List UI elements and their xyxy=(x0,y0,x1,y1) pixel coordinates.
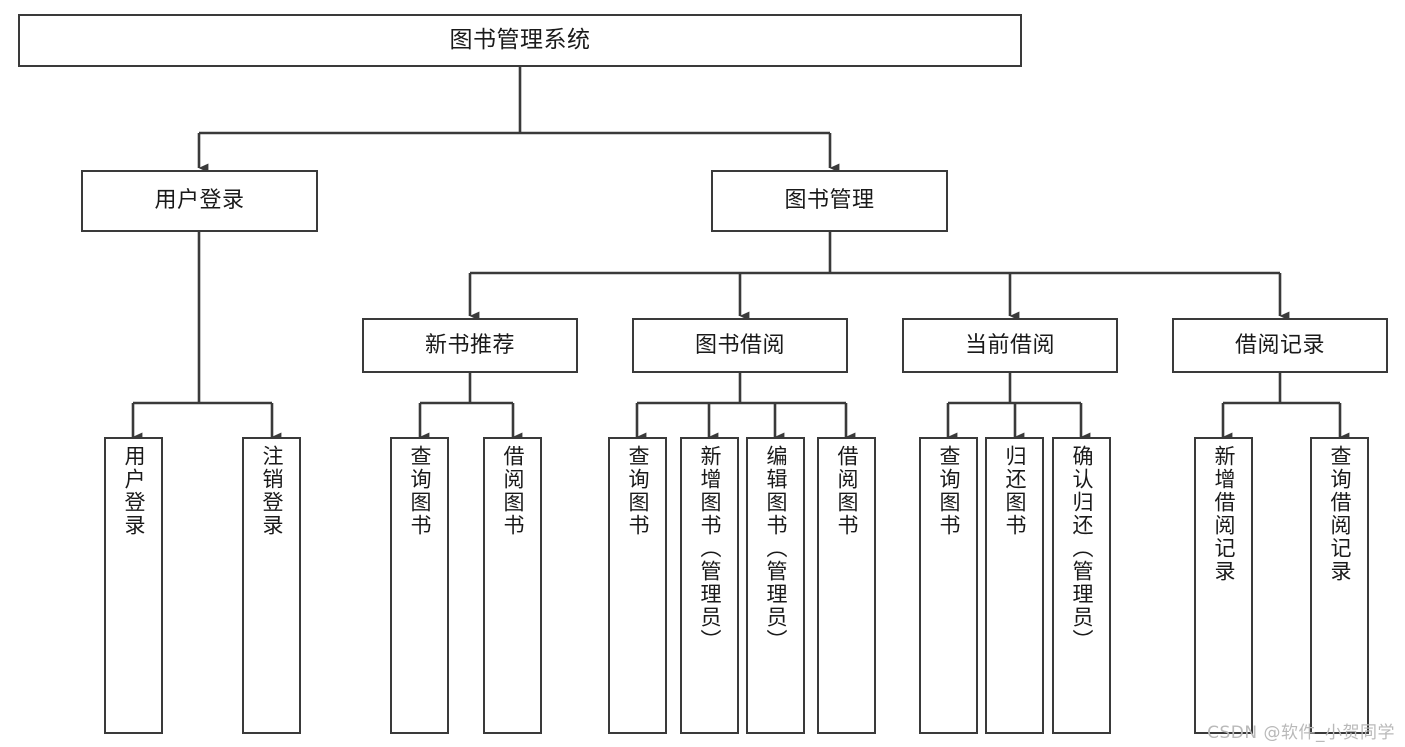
csdn-watermark: CSDN @软件_小贺同学 xyxy=(1207,723,1395,743)
node-user-login-label: 用户登录 xyxy=(154,188,245,214)
leaf-add-book-admin-label: 新增图书（管理员） xyxy=(698,445,722,652)
node-book-management[interactable]: 图书管理 xyxy=(711,170,948,232)
leaf-query-book-recommend-label: 查询图书 xyxy=(408,445,432,537)
leaf-borrow-book[interactable]: 借阅图书 xyxy=(817,437,876,734)
leaf-query-book-recommend[interactable]: 查询图书 xyxy=(390,437,449,734)
leaf-borrow-book-recommend[interactable]: 借阅图书 xyxy=(483,437,542,734)
node-borrow-record-label: 借阅记录 xyxy=(1234,332,1325,358)
leaf-query-book-borrow-label: 查询图书 xyxy=(626,445,650,537)
leaf-query-book-borrow[interactable]: 查询图书 xyxy=(608,437,667,734)
node-current-borrow[interactable]: 当前借阅 xyxy=(902,318,1118,373)
node-borrow-record[interactable]: 借阅记录 xyxy=(1172,318,1388,373)
leaf-add-book-admin[interactable]: 新增图书（管理员） xyxy=(680,437,739,734)
leaf-user-logout[interactable]: 注销登录 xyxy=(242,437,301,734)
node-new-book-recommend-label: 新书推荐 xyxy=(424,332,515,358)
node-current-borrow-label: 当前借阅 xyxy=(964,332,1055,358)
leaf-borrow-book-label: 借阅图书 xyxy=(835,445,859,537)
leaf-confirm-return-admin-label: 确认归还（管理员） xyxy=(1070,445,1094,652)
leaf-user-logout-label: 注销登录 xyxy=(260,445,284,537)
leaf-add-borrow-record[interactable]: 新增借阅记录 xyxy=(1194,437,1253,734)
node-root-label: 图书管理系统 xyxy=(449,26,591,53)
leaf-user-login-label: 用户登录 xyxy=(122,445,146,537)
leaf-query-book-current[interactable]: 查询图书 xyxy=(919,437,978,734)
leaf-edit-book-admin-label: 编辑图书（管理员） xyxy=(764,445,788,652)
node-book-borrow[interactable]: 图书借阅 xyxy=(632,318,848,373)
node-user-login[interactable]: 用户登录 xyxy=(81,170,318,232)
node-book-management-label: 图书管理 xyxy=(784,188,875,214)
node-root[interactable]: 图书管理系统 xyxy=(18,14,1022,67)
leaf-borrow-book-recommend-label: 借阅图书 xyxy=(501,445,525,537)
leaf-return-book[interactable]: 归还图书 xyxy=(985,437,1044,734)
leaf-query-borrow-record-label: 查询借阅记录 xyxy=(1328,445,1352,583)
leaf-query-book-current-label: 查询图书 xyxy=(937,445,961,537)
leaf-add-borrow-record-label: 新增借阅记录 xyxy=(1212,445,1236,583)
leaf-edit-book-admin[interactable]: 编辑图书（管理员） xyxy=(746,437,805,734)
leaf-confirm-return-admin[interactable]: 确认归还（管理员） xyxy=(1052,437,1111,734)
leaf-user-login[interactable]: 用户登录 xyxy=(104,437,163,734)
node-new-book-recommend[interactable]: 新书推荐 xyxy=(362,318,578,373)
leaf-return-book-label: 归还图书 xyxy=(1003,445,1027,537)
leaf-query-borrow-record[interactable]: 查询借阅记录 xyxy=(1310,437,1369,734)
node-book-borrow-label: 图书借阅 xyxy=(694,332,785,358)
